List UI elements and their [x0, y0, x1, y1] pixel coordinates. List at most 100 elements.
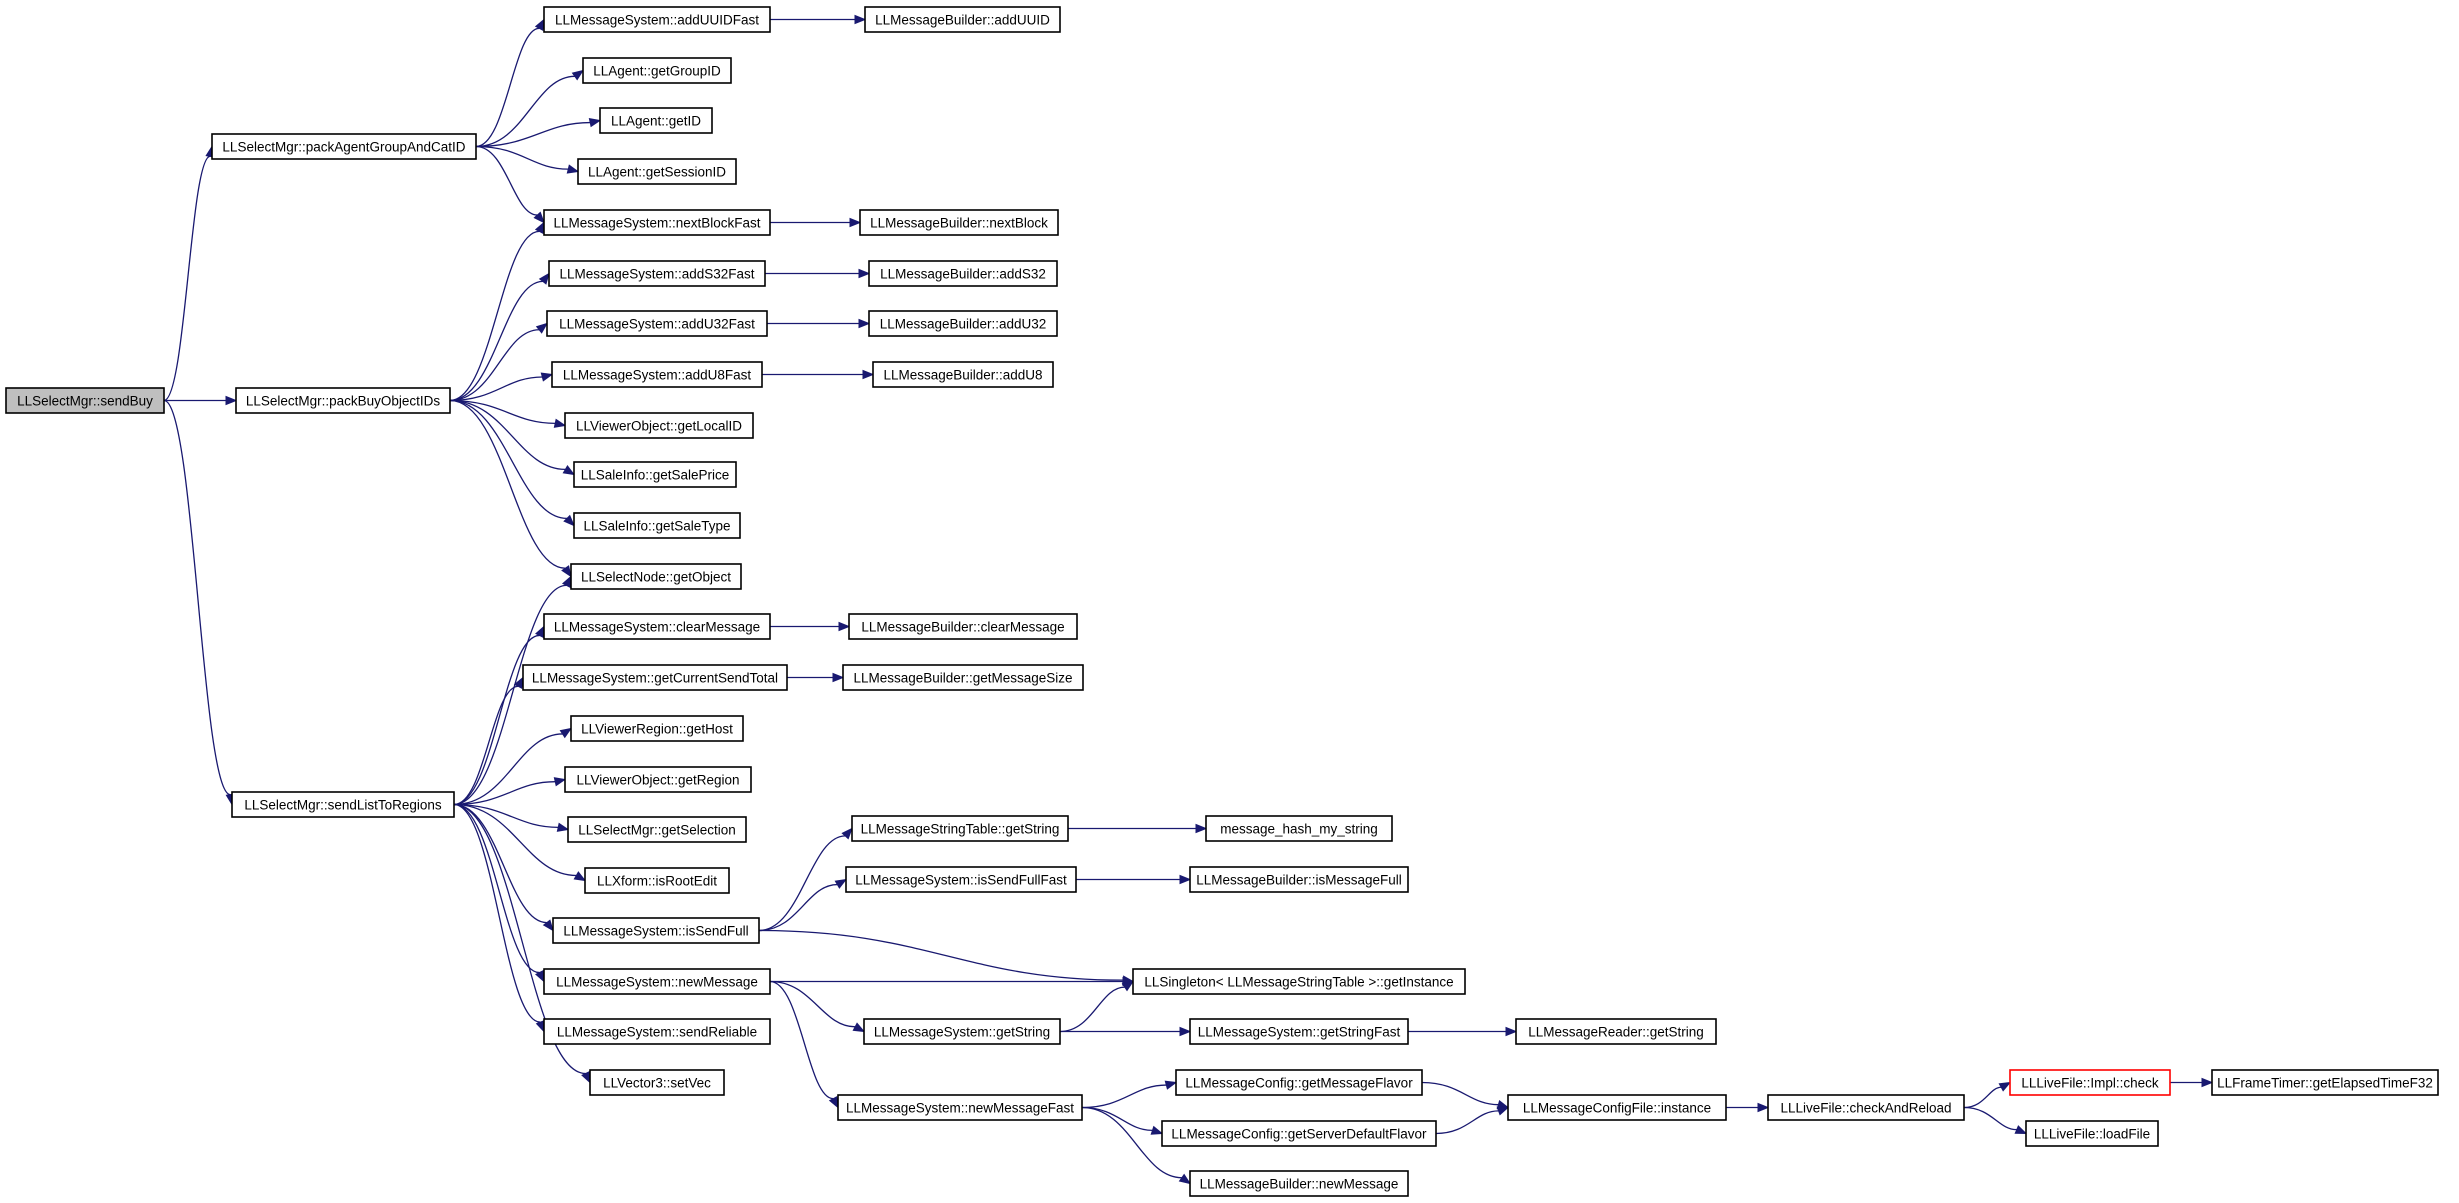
node-getCurrentSendTotal[interactable]: LLMessageSystem::getCurrentSendTotal — [522, 664, 788, 691]
node-checkAndReload[interactable]: LLLiveFile::checkAndReload — [1767, 1094, 1965, 1121]
node-addU8Fast[interactable]: LLMessageSystem::addU8Fast — [551, 361, 763, 388]
node-isSendFull[interactable]: LLMessageSystem::isSendFull — [552, 917, 760, 944]
node-getElapsedTimeF32[interactable]: LLFrameTimer::getElapsedTimeF32 — [2211, 1069, 2439, 1096]
node-setVec[interactable]: LLVector3::setVec — [589, 1069, 725, 1096]
node-getGroupID[interactable]: LLAgent::getGroupID — [582, 57, 732, 84]
node-addS32Fast[interactable]: LLMessageSystem::addS32Fast — [548, 260, 766, 287]
node-clearMessage[interactable]: LLMessageSystem::clearMessage — [543, 613, 771, 640]
node-getSaleType[interactable]: LLSaleInfo::getSaleType — [573, 512, 741, 539]
node-mbGetMessageSize[interactable]: LLMessageBuilder::getMessageSize — [842, 664, 1084, 691]
node-packBuyObjectIDs[interactable]: LLSelectMgr::packBuyObjectIDs — [235, 387, 451, 414]
node-label: LLFrameTimer::getElapsedTimeF32 — [2217, 1076, 2433, 1091]
node-getServerDefaultFlavor[interactable]: LLMessageConfig::getServerDefaultFlavor — [1161, 1120, 1437, 1147]
node-mbAddU32[interactable]: LLMessageBuilder::addU32 — [868, 310, 1058, 337]
edge-isSendFull-to-isSendFullFast — [758, 878, 848, 932]
node-box — [864, 6, 1061, 33]
node-label: LLMessageBuilder::addS32 — [880, 267, 1046, 282]
node-label: LLVector3::setVec — [603, 1076, 711, 1091]
node-label: message_hash_my_string — [1220, 822, 1378, 837]
node-box — [543, 1018, 771, 1045]
node-configInstance[interactable]: LLMessageConfigFile::instance — [1507, 1094, 1727, 1121]
edge-getServerDefaultFlavor-to-configInstance — [1435, 1106, 1510, 1135]
node-getLocalID[interactable]: LLViewerObject::getLocalID — [564, 412, 754, 439]
node-box — [1767, 1094, 1965, 1121]
node-label: LLMessageSystem::newMessageFast — [846, 1101, 1074, 1116]
node-getSessionID[interactable]: LLAgent::getSessionID — [577, 158, 737, 185]
node-sendReliable[interactable]: LLMessageSystem::sendReliable — [543, 1018, 771, 1045]
node-box — [2009, 1069, 2171, 1096]
node-isRootEdit[interactable]: LLXform::isRootEdit — [584, 867, 730, 894]
node-box — [5, 387, 165, 414]
node-box — [1175, 1069, 1423, 1096]
node-label: LLSelectMgr::sendBuy — [17, 394, 153, 409]
edge-nextBlockFast-to-mbNextBlock — [770, 217, 862, 228]
node-addUUIDFast[interactable]: LLMessageSystem::addUUIDFast — [543, 6, 771, 33]
edge-sendListToRegions-to-getHost — [453, 727, 573, 806]
node-label: LLSelectMgr::packAgentGroupAndCatID — [222, 140, 465, 155]
node-mbIsMessageFull[interactable]: LLMessageBuilder::isMessageFull — [1189, 866, 1409, 893]
node-hashString[interactable]: message_hash_my_string — [1205, 815, 1393, 842]
node-nextBlockFast[interactable]: LLMessageSystem::nextBlockFast — [543, 209, 771, 236]
edge-packBuyObjectIDs-to-getObject — [449, 399, 572, 578]
edge-packBuyObjectIDs-to-getSaleType — [449, 399, 575, 527]
edge-isSendFull-to-mstGetString — [758, 827, 853, 932]
node-label: LLMessageSystem::newMessage — [556, 975, 758, 990]
node-label: LLMessageSystem::addU8Fast — [563, 368, 752, 383]
node-getHost[interactable]: LLViewerRegion::getHost — [570, 715, 744, 742]
edge-packBuyObjectIDs-to-getLocalID — [449, 399, 567, 428]
node-label: LLSaleInfo::getSalePrice — [581, 468, 730, 483]
node-loadFile[interactable]: LLLiveFile::loadFile — [2025, 1120, 2159, 1147]
node-box — [1205, 815, 1393, 842]
edge-addU32Fast-to-mbAddU32 — [767, 318, 871, 329]
node-mbNextBlock[interactable]: LLMessageBuilder::nextBlock — [859, 209, 1059, 236]
edge-clearMessage-to-mbClearMessage — [769, 621, 851, 632]
node-getID[interactable]: LLAgent::getID — [599, 107, 713, 134]
node-mbClearMessage[interactable]: LLMessageBuilder::clearMessage — [848, 613, 1078, 640]
node-packAgentGroupAndCatID[interactable]: LLSelectMgr::packAgentGroupAndCatID — [211, 133, 477, 160]
node-mbAddUUID[interactable]: LLMessageBuilder::addUUID — [864, 6, 1061, 33]
node-addU32Fast[interactable]: LLMessageSystem::addU32Fast — [546, 310, 768, 337]
node-sendBuy[interactable]: LLSelectMgr::sendBuy — [5, 387, 165, 414]
node-implCheck[interactable]: LLLiveFile::Impl::check — [2009, 1069, 2171, 1096]
node-mbAddU8[interactable]: LLMessageBuilder::addU8 — [872, 361, 1054, 388]
node-getRegion[interactable]: LLViewerObject::getRegion — [564, 766, 752, 793]
node-label: LLMessageSystem::getCurrentSendTotal — [532, 671, 778, 686]
node-label: LLViewerRegion::getHost — [581, 722, 733, 737]
edge-addU8Fast-to-mbAddU8 — [761, 369, 875, 380]
node-singletonGetInstance[interactable]: LLSingleton< LLMessageStringTable >::get… — [1132, 968, 1466, 995]
node-sendListToRegions[interactable]: LLSelectMgr::sendListToRegions — [231, 791, 455, 818]
node-mbNewMessage[interactable]: LLMessageBuilder::newMessage — [1189, 1170, 1409, 1197]
edge-isSendFull-to-singletonGetInstance — [758, 929, 1135, 985]
edge-implCheck-to-getElapsedTimeF32 — [2170, 1077, 2214, 1088]
node-mbAddS32[interactable]: LLMessageBuilder::addS32 — [868, 260, 1058, 287]
edge-packAgentGroupAndCatID-to-nextBlockFast — [475, 145, 545, 224]
edge-addUUIDFast-to-mbAddUUID — [770, 14, 867, 25]
node-label: LLMessageBuilder::isMessageFull — [1196, 873, 1402, 888]
node-mrGetString[interactable]: LLMessageReader::getString — [1515, 1018, 1717, 1045]
node-box — [573, 461, 737, 488]
node-box — [582, 57, 732, 84]
node-getMessageFlavor[interactable]: LLMessageConfig::getMessageFlavor — [1175, 1069, 1423, 1096]
edge-sendListToRegions-to-getCurrentSendTotal — [453, 676, 524, 806]
node-label: LLLiveFile::loadFile — [2034, 1127, 2150, 1142]
node-getSalePrice[interactable]: LLSaleInfo::getSalePrice — [573, 461, 737, 488]
node-label: LLViewerObject::getRegion — [576, 773, 739, 788]
node-newMessage[interactable]: LLMessageSystem::newMessage — [543, 968, 771, 995]
node-label: LLMessageBuilder::addUUID — [875, 13, 1050, 28]
node-label: LLMessageBuilder::getMessageSize — [853, 671, 1072, 686]
node-getStringFast[interactable]: LLMessageSystem::getStringFast — [1189, 1018, 1409, 1045]
node-box — [570, 715, 744, 742]
node-msGetString[interactable]: LLMessageSystem::getString — [863, 1018, 1061, 1045]
node-getObject[interactable]: LLSelectNode::getObject — [570, 563, 742, 590]
edge-checkAndReload-to-implCheck — [1963, 1081, 2012, 1109]
edge-packBuyObjectIDs-to-addU32Fast — [449, 322, 549, 402]
node-isSendFullFast[interactable]: LLMessageSystem::isSendFullFast — [845, 866, 1077, 893]
node-box — [570, 563, 742, 590]
edge-getCurrentSendTotal-to-mbGetMessageSize — [786, 672, 845, 683]
edge-packAgentGroupAndCatID-to-getGroupID — [475, 69, 585, 148]
node-getSelection[interactable]: LLSelectMgr::getSelection — [567, 816, 747, 843]
node-newMessageFast[interactable]: LLMessageSystem::newMessageFast — [837, 1094, 1083, 1121]
edge-sendListToRegions-to-clearMessage — [453, 625, 545, 806]
node-mstGetString[interactable]: LLMessageStringTable::getString — [851, 815, 1069, 842]
edge-addS32Fast-to-mbAddS32 — [765, 268, 871, 279]
